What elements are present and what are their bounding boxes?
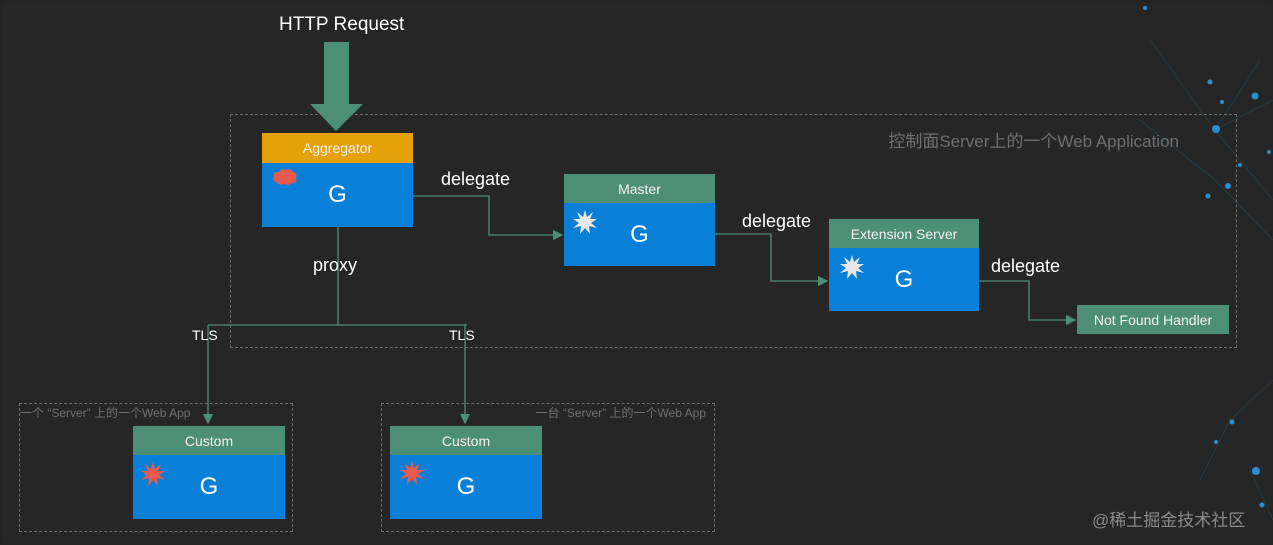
- request-label: HTTP Request: [279, 14, 405, 35]
- aggregator-burst-icon: [273, 169, 297, 185]
- master-header: Master: [564, 174, 715, 204]
- custom-region-2-label: 一台 “Server” 上的一个Web App: [535, 406, 707, 420]
- extension-server-burst-icon: [840, 255, 864, 279]
- custom-1-header: Custom: [133, 426, 285, 456]
- custom-2-header: Custom: [390, 426, 542, 456]
- custom-region-1-label: 一个 “Server” 上的一个Web App: [20, 406, 191, 420]
- custom-1-node: Custom G: [133, 426, 285, 519]
- watermark: @稀土掘金技术社区: [1092, 511, 1246, 530]
- custom-1-burst-icon: [141, 462, 165, 486]
- master-node: Master G: [564, 174, 715, 266]
- control-plane-region: 控制面Server上的一个Web Application: [230, 114, 1237, 348]
- proxy-label: proxy: [313, 255, 358, 275]
- extension-server-body: G: [829, 248, 979, 311]
- extension-server-header: Extension Server: [829, 219, 979, 249]
- custom-1-body: G: [133, 455, 285, 519]
- aggregator-header: Aggregator: [262, 133, 413, 163]
- delegate-label-2: delegate: [742, 211, 812, 231]
- control-plane-region-label: 控制面Server上的一个Web Application: [888, 132, 1179, 151]
- custom-region-1: 一个 “Server” 上的一个Web App: [19, 403, 293, 532]
- tls-label-2: TLS: [449, 327, 475, 343]
- custom-2-node: Custom G: [390, 426, 542, 519]
- aggregator-node: Aggregator G: [262, 133, 413, 227]
- delegate-label-1: delegate: [441, 169, 511, 189]
- master-body: G: [564, 203, 715, 266]
- custom-2-body: G: [390, 455, 542, 519]
- delegate-label-3: delegate: [991, 256, 1061, 276]
- master-burst-icon: [573, 210, 597, 234]
- custom-region-2: 一台 “Server” 上的一个Web App: [381, 403, 715, 532]
- extension-server-node: Extension Server G: [829, 219, 979, 311]
- tls-label-1: TLS: [192, 327, 218, 343]
- not-found-handler-node: Not Found Handler: [1077, 305, 1229, 334]
- custom-2-burst-icon: [400, 461, 424, 485]
